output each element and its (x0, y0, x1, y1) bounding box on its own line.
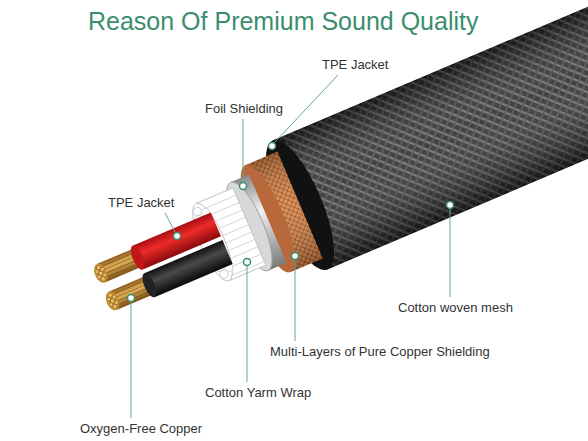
part-label: Cotton woven mesh (398, 300, 513, 316)
part-label: TPE Jacket (322, 57, 388, 73)
part-label: Multi-Layers of Pure Copper Shielding (270, 344, 490, 360)
leader-dots (128, 143, 454, 302)
part-label: Foil Shielding (205, 101, 283, 117)
part-label: TPE Jacket (108, 195, 174, 211)
part-label: Oxygen-Free Copper (80, 421, 202, 437)
part-label: Cotton Yarm Wrap (205, 385, 311, 401)
cable-body (74, 0, 588, 354)
title: Reason Of Premium Sound Quality (88, 6, 478, 36)
leader-lines (131, 75, 450, 418)
